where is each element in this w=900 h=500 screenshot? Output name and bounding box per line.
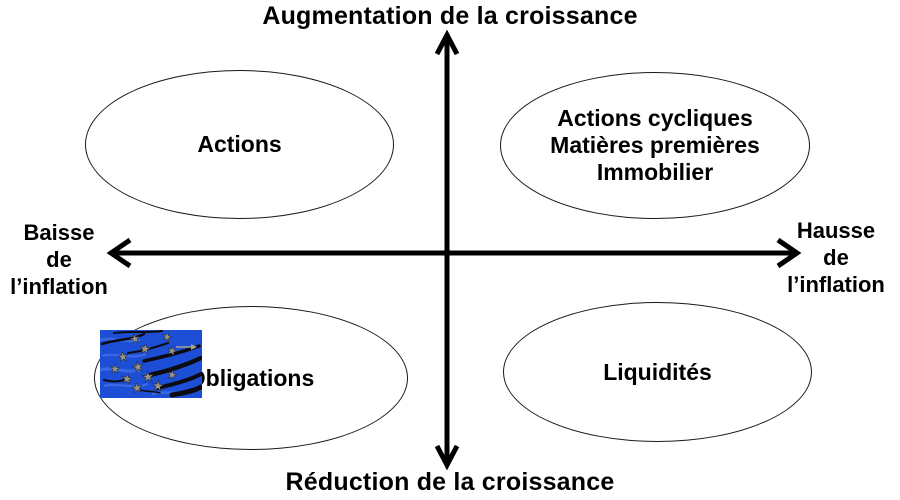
axis-label-line: l’inflation [10, 274, 108, 299]
flag-arrow-icon [176, 344, 197, 350]
ellipse-label: Actions cycliques [557, 105, 753, 131]
axis-label-line: l’inflation [787, 272, 885, 297]
ellipse-label: Immobilier [596, 159, 714, 185]
ellipse-actions-cycliques: Actions cycliques Matières premières Imm… [500, 72, 810, 219]
vertical-axis-arrow [434, 29, 460, 471]
axis-label-line: Baisse [23, 220, 95, 245]
axis-label-line: de [46, 247, 72, 272]
ellipse-label: Obligations [187, 364, 315, 391]
ellipse-label: Matières premières [550, 132, 760, 158]
arrowhead-down-icon [434, 444, 460, 471]
ellipse-label: Actions [197, 131, 282, 157]
axis-label-line: de [823, 245, 849, 270]
arrowhead-up-icon [434, 29, 460, 56]
ellipse-actions: Actions [85, 70, 394, 219]
ellipse-obligations: Obligations [94, 306, 408, 450]
horizontal-axis-arrow [106, 237, 802, 269]
ellipse-label: Liquidités [603, 358, 712, 385]
flag-swoosh-lines [100, 330, 202, 398]
eu-flag-image [100, 330, 202, 398]
axis-label-growth-up: Augmentation de la croissance [262, 2, 638, 30]
axis-label-inflation-up: Hausse de l’inflation [772, 217, 900, 298]
axis-label-inflation-down: Baisse de l’inflation [0, 219, 118, 300]
axis-label-line: Hausse [796, 218, 876, 243]
axis-label-growth-down: Réduction de la croissance [285, 468, 615, 496]
ellipse-liquidites: Liquidités [503, 302, 812, 442]
